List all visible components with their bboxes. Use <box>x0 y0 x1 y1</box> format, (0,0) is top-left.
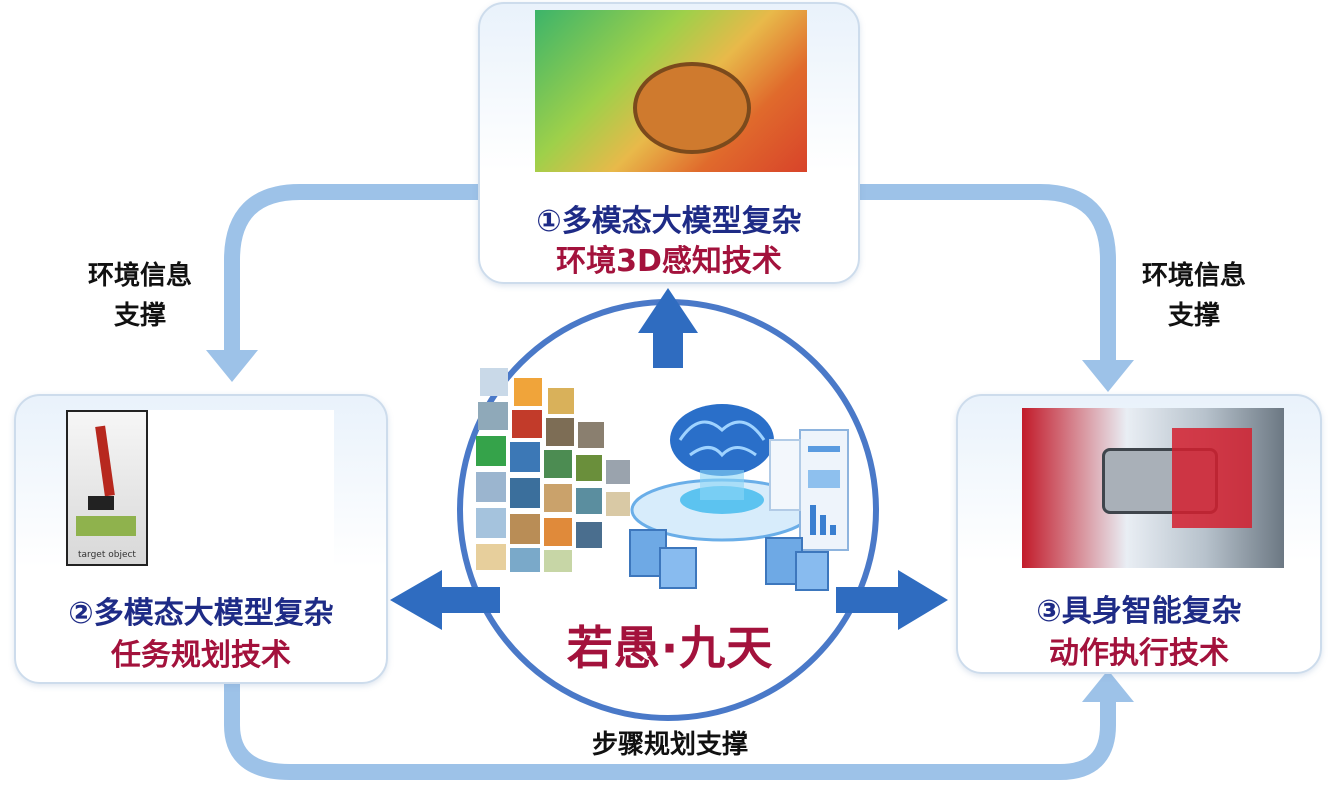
fuel-cap-shape <box>633 62 751 154</box>
left-support-line1: 环境信息 <box>87 261 192 291</box>
right-support-label: 环境信息 支撑 <box>1124 256 1264 336</box>
bottom-step-label: 步骤规划支撑 <box>591 730 748 760</box>
module-top-photo <box>535 10 807 172</box>
arrowhead-left-down <box>206 350 258 382</box>
module-top-card: ①多模态大模型复杂 环境3D感知技术 <box>478 2 860 284</box>
arrowhead-right-down <box>1082 360 1134 392</box>
module-left-photo: target object <box>66 410 334 566</box>
module-left-title-line1: ②多模态大模型复杂 <box>68 596 334 631</box>
right-support-line2: 支撑 <box>1167 301 1220 331</box>
arrow-top-to-left <box>224 184 488 360</box>
right-support-line1: 环境信息 <box>1141 261 1246 291</box>
module-right-photo <box>1022 408 1284 568</box>
left-support-line2: 支撑 <box>113 301 166 331</box>
left-support-label: 环境信息 支撑 <box>70 256 210 336</box>
arrow-top-to-right <box>850 184 1116 370</box>
arrowhead-bottom-up <box>1082 670 1134 702</box>
dashboard-icon <box>769 429 849 551</box>
module-top-title-line1: ①多模态大模型复杂 <box>536 204 802 239</box>
module-right-title-line1: ③具身智能复杂 <box>1036 594 1242 629</box>
module-right-title-line2: 动作执行技术 <box>1049 636 1229 671</box>
module-left-card: target object ②多模态大模型复杂 任务规划技术 <box>14 394 388 684</box>
arrow-right-to-module <box>836 570 948 630</box>
brain-icon <box>670 404 774 476</box>
server-icon <box>629 529 829 591</box>
arrow-up-to-top <box>638 288 698 368</box>
image-grid <box>476 368 630 572</box>
photo-caption: target object <box>78 550 136 560</box>
module-right-card: ③具身智能复杂 动作执行技术 <box>956 394 1322 674</box>
module-top-title-line2: 环境3D感知技术 <box>556 244 782 279</box>
module-left-title-line2: 任务规划技术 <box>111 638 291 673</box>
platform-icon <box>630 470 814 542</box>
arrow-left-to-right-bottom <box>224 676 1116 780</box>
arrow-left-to-module <box>390 570 500 630</box>
center-brand: 若愚·九天 <box>566 621 774 675</box>
robot-arm-image: target object <box>66 410 148 566</box>
